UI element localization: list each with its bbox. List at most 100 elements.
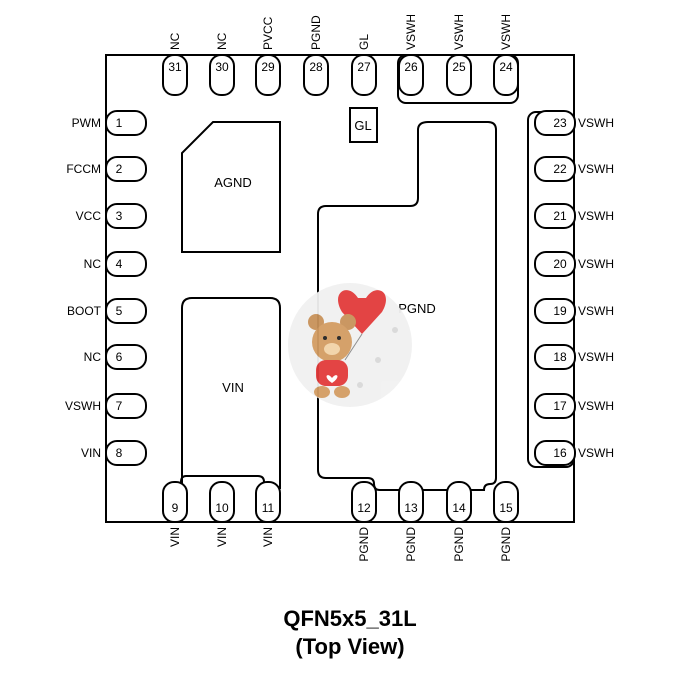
pin-9-pad [162,481,188,523]
pin-8-name: VIN [81,446,101,460]
pin-13-number: 13 [404,501,418,515]
pin-22-pad [534,156,576,182]
pin-15-pad [493,481,519,523]
pin-26-name: VSWH [404,14,418,50]
pin-31-name: NC [168,32,182,50]
pin-17-number: 17 [553,399,567,413]
pin-24-number: 24 [499,60,513,74]
pin-10-number: 10 [215,501,229,515]
pin-13-name: PGND [404,527,418,562]
pin-8-pad [105,440,147,466]
pin-3-pad [105,203,147,229]
pin-7-name: VSWH [65,399,101,413]
pin-31-number: 31 [168,60,182,74]
pin-22-number: 22 [553,162,567,176]
pin-28-name: PGND [309,15,323,50]
pin-10-name: VIN [215,527,229,547]
pin-19-pad [534,298,576,324]
pin-26-pad [398,54,424,96]
agnd-pad-label: AGND [214,175,252,190]
pin-28-pad [303,54,329,96]
pin-29-number: 29 [261,60,275,74]
pin-4-pad [105,251,147,277]
pin-5-name: BOOT [67,304,102,318]
pgnd-pad-label: PGND [398,301,436,316]
pin-7-number: 7 [116,399,123,413]
pin-26-number: 26 [404,60,418,74]
pin-6-number: 6 [116,350,123,364]
gl-pad-label: GL [354,118,371,133]
pin-23-number: 23 [553,116,567,130]
pin-11-name: VIN [261,527,275,547]
pin-3-name: VCC [76,209,102,223]
pin-20-number: 20 [553,257,567,271]
pin-27-pad [351,54,377,96]
pin-25-name: VSWH [452,14,466,50]
pin-11-pad [255,481,281,523]
pin-6-pad [105,344,147,370]
pin-21-number: 21 [553,209,567,223]
pin-18-name: VSWH [578,350,614,364]
pin-15-number: 15 [499,501,513,515]
pin-21-pad [534,203,576,229]
pin-17-pad [534,393,576,419]
pin-14-number: 14 [452,501,466,515]
pin-30-name: NC [215,32,229,50]
pin-24-name: VSWH [499,14,513,50]
pin-4-name: NC [84,257,102,271]
pin-9-name: VIN [168,527,182,547]
pin-23-name: VSWH [578,116,614,130]
pin-29-name: PVCC [261,16,275,50]
pin-5-pad [105,298,147,324]
pin-27-number: 27 [357,60,371,74]
pin-25-number: 25 [452,60,466,74]
vin-pad-label: VIN [222,380,244,395]
pin-14-pad [446,481,472,523]
pin-29-pad [255,54,281,96]
pin-1-number: 1 [116,116,123,130]
pin-19-name: VSWH [578,304,614,318]
pin-6-name: NC [84,350,102,364]
pin-8-number: 8 [116,446,123,460]
pin-2-number: 2 [116,162,123,176]
pin-14-name: PGND [452,527,466,562]
gl-pad [349,107,378,143]
pin-2-name: FCCM [66,162,101,176]
pin-7-pad [105,393,147,419]
pin-9-number: 9 [172,501,179,515]
pin-25-pad [446,54,472,96]
pin-30-pad [209,54,235,96]
pin-11-number: 11 [262,501,275,515]
pin-28-number: 28 [309,60,323,74]
pin-17-name: VSWH [578,399,614,413]
pin-12-pad [351,481,377,523]
pin-13-pad [398,481,424,523]
pin-12-number: 12 [357,501,371,515]
teddy-bear-with-heart-balloon-icon [288,283,412,407]
pin-15-name: PGND [499,527,513,562]
pin-16-pad [534,440,576,466]
package-view-label: (Top View) [295,634,405,659]
pin-24-pad [493,54,519,96]
pin-1-pad [105,110,147,136]
pin-20-name: VSWH [578,257,614,271]
pin-16-number: 16 [553,446,567,460]
pin-19-number: 19 [553,304,567,318]
pin-21-name: VSWH [578,209,614,223]
pin-1-name: PWM [72,116,101,130]
pin-16-name: VSWH [578,446,614,460]
pin-18-pad [534,344,576,370]
pin-27-name: GL [357,34,371,50]
pin-20-pad [534,251,576,277]
pin-2-pad [105,156,147,182]
pin-22-name: VSWH [578,162,614,176]
pin-30-number: 30 [215,60,229,74]
agnd-pad [181,121,281,253]
pin-4-number: 4 [116,257,123,271]
package-title: QFN5x5_31L [283,606,417,631]
pin-23-pad [534,110,576,136]
pin-3-number: 3 [116,209,123,223]
pin-10-pad [209,481,235,523]
